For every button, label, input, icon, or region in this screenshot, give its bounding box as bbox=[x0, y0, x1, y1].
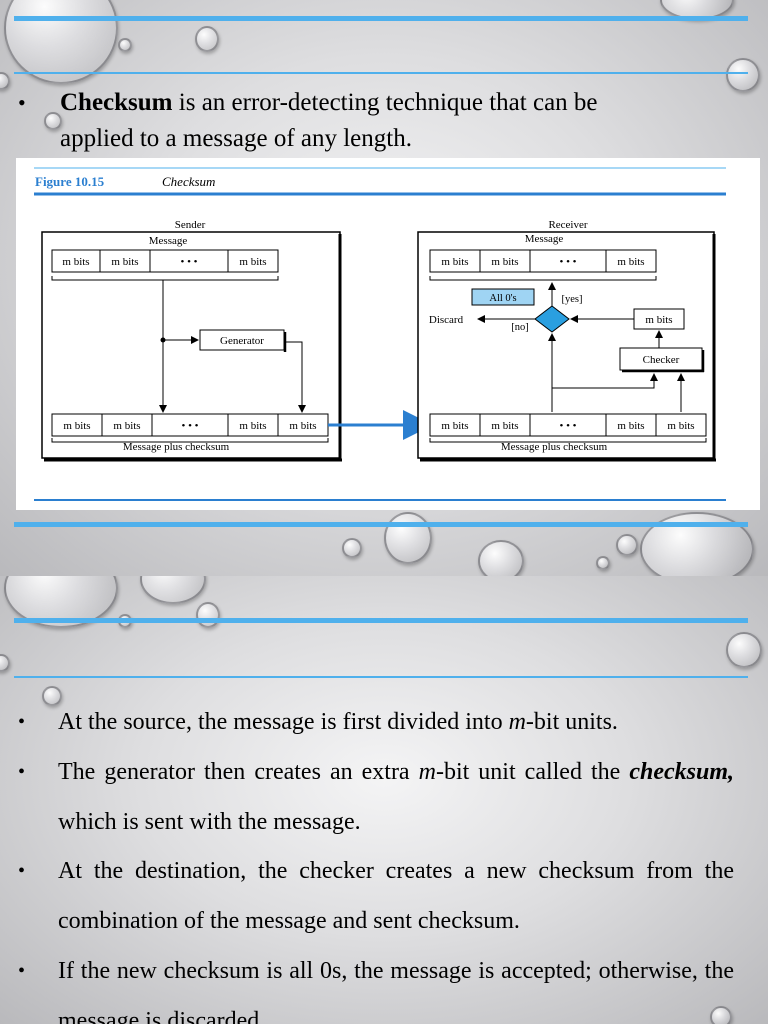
water-drop-decoration bbox=[384, 512, 432, 564]
bullet-text-run: m bbox=[418, 759, 436, 785]
slide-1: • Checksum is an error-detecting techniq… bbox=[0, 0, 768, 576]
discard-label: Discard bbox=[429, 314, 464, 326]
receiver-ellipsis: • • • bbox=[559, 256, 576, 268]
receiver-title: Receiver bbox=[548, 219, 587, 231]
intro-text: Checksum is an error-detecting technique… bbox=[60, 85, 734, 157]
bullet-item: • If the new checksum is all 0s, the mess… bbox=[18, 946, 734, 1024]
sender-out-ellipsis: • • • bbox=[181, 420, 198, 432]
receiver-checksum-cell bbox=[655, 413, 707, 437]
water-drop-decoration bbox=[44, 112, 62, 130]
title-underline bbox=[14, 72, 748, 74]
sender-out-unit: m bits bbox=[113, 420, 140, 432]
intro-line2: applied to a message of any length. bbox=[60, 125, 412, 152]
bullet-item: • The generator then creates an extra m-b… bbox=[18, 747, 734, 847]
checksum-diagram: Figure 10.15 Checksum Sender Message m b… bbox=[34, 167, 726, 501]
computed-checksum-unit: m bits bbox=[645, 314, 672, 326]
top-accent-line bbox=[14, 618, 748, 623]
receiver-unit: m bits bbox=[491, 256, 518, 268]
bullet-marker: • bbox=[18, 711, 26, 733]
receiver-in-ellipsis: • • • bbox=[559, 420, 576, 432]
bullet-text-run: which is sent with the message. bbox=[58, 809, 361, 835]
sender-output-row: m bits m bits • • • m bits m bits bbox=[51, 413, 329, 437]
bullet-text-run: -bit unit called the bbox=[435, 759, 630, 785]
figure-label: Figure 10.15 bbox=[35, 174, 105, 189]
water-drop-decoration bbox=[0, 72, 10, 90]
receiver-in-unit: m bits bbox=[491, 420, 518, 432]
sender-title: Sender bbox=[175, 219, 206, 231]
bullet-text: At the destination, the checker creates … bbox=[58, 846, 734, 946]
bullet-item: • At the source, the message is first div… bbox=[18, 697, 734, 747]
water-drop-decoration bbox=[195, 26, 219, 52]
slide-2: • At the source, the message is first div… bbox=[0, 576, 768, 1024]
sender-message-row: m bits m bits • • • m bits bbox=[51, 249, 279, 273]
water-drop-decoration bbox=[726, 58, 760, 92]
decision-diamond bbox=[534, 305, 570, 333]
sender-out-unit: m bits bbox=[63, 420, 90, 432]
all-zeros-box bbox=[471, 288, 535, 306]
bullet-text-run: -bit units. bbox=[525, 709, 618, 735]
receiver-in-unit: m bits bbox=[441, 420, 468, 432]
water-drop-decoration bbox=[196, 602, 220, 628]
figure-caption: Checksum bbox=[162, 174, 215, 189]
bullet-text-run: checksum, bbox=[629, 759, 734, 785]
no-label: [no] bbox=[511, 322, 529, 333]
bullet-text-run: The generator then creates an extra bbox=[58, 759, 419, 785]
receiver-message-row: m bits m bits • • • m bits bbox=[429, 249, 657, 273]
top-accent-line bbox=[14, 16, 748, 21]
sender-message-bracket bbox=[51, 276, 279, 281]
computed-checksum-cell bbox=[633, 308, 685, 330]
water-drop-decoration bbox=[710, 1006, 732, 1024]
water-drop-decoration bbox=[0, 654, 10, 672]
bullet-text-run: At the destination, the checker creates … bbox=[58, 858, 734, 934]
water-drop-decoration bbox=[342, 538, 362, 558]
all-zeros-label: All 0's bbox=[489, 293, 516, 304]
receiver-footer: Message plus checksum bbox=[501, 441, 608, 453]
sender-checksum-unit: m bits bbox=[289, 420, 316, 432]
receiver-unit: m bits bbox=[441, 256, 468, 268]
sender-unit: m bits bbox=[62, 256, 89, 268]
receiver-message-label: Message bbox=[525, 233, 564, 245]
generator-label: Generator bbox=[220, 335, 264, 347]
checksum-term: Checksum bbox=[60, 89, 173, 116]
sender-footer: Message plus checksum bbox=[123, 441, 230, 453]
bullet-marker: • bbox=[18, 761, 26, 783]
intro-line1-rest: is an error-detecting technique that can… bbox=[172, 89, 598, 116]
bullet-text-run: m bbox=[508, 709, 526, 735]
water-drop-decoration bbox=[616, 534, 638, 556]
checksum-figure: Figure 10.15 Checksum Sender Message m b… bbox=[16, 158, 760, 510]
receiver-checksum-unit: m bits bbox=[667, 420, 694, 432]
bullet-text: If the new checksum is all 0s, the messa… bbox=[58, 946, 734, 1024]
receiver-in-unit: m bits bbox=[617, 420, 644, 432]
bullet-marker: • bbox=[18, 90, 26, 115]
water-drop-decoration bbox=[140, 576, 206, 604]
bullet-item: • At the destination, the checker creates… bbox=[18, 846, 734, 946]
water-drop-decoration bbox=[42, 686, 62, 706]
intro-bullet: • Checksum is an error-detecting techniq… bbox=[18, 85, 734, 157]
sender-out-unit: m bits bbox=[239, 420, 266, 432]
bullet-text: The generator then creates an extra m-bi… bbox=[58, 747, 734, 847]
bullet-marker: • bbox=[18, 860, 26, 882]
checker-label: Checker bbox=[643, 354, 680, 366]
water-drop-decoration bbox=[478, 540, 524, 576]
receiver-unit: m bits bbox=[617, 256, 644, 268]
yes-label: [yes] bbox=[562, 294, 583, 305]
bullet-text: At the source, the message is first divi… bbox=[58, 697, 734, 747]
bullet-marker: • bbox=[18, 960, 26, 982]
sender-message-label: Message bbox=[149, 235, 188, 247]
water-drop-decoration bbox=[118, 38, 132, 52]
receiver-input-row: m bits m bits • • • m bits m bits bbox=[429, 413, 707, 437]
water-drop-decoration bbox=[726, 632, 762, 668]
title-underline bbox=[14, 676, 748, 678]
sender-unit: m bits bbox=[111, 256, 138, 268]
water-drop-decoration bbox=[596, 556, 610, 570]
sender-ellipsis: • • • bbox=[180, 256, 197, 268]
bullet-text-run: At the source, the message is first divi… bbox=[58, 709, 509, 735]
sender-unit: m bits bbox=[239, 256, 266, 268]
bullet-text-run: If the new checksum is all 0s, the messa… bbox=[58, 958, 734, 1024]
bottom-accent-line bbox=[14, 522, 748, 527]
